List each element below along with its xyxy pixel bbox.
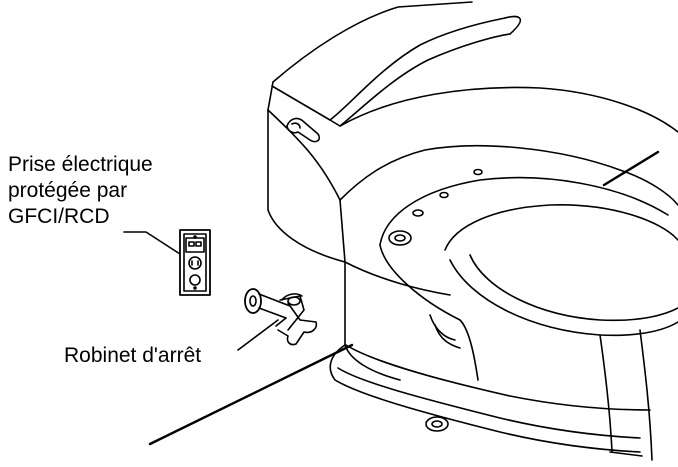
gfci-outlet-icon bbox=[179, 229, 211, 296]
toilet-base bbox=[329, 329, 653, 461]
outlet-label: Prise électrique protégée par GFCI/RCD bbox=[8, 152, 153, 230]
leader-lines bbox=[123, 231, 279, 351]
outlet-label-line-2: protégée par bbox=[8, 179, 128, 202]
outlet-label-line-1: Prise électrique bbox=[8, 153, 153, 176]
shutoff-valve-icon bbox=[244, 288, 318, 346]
outlet-label-line-3: GFCI/RCD bbox=[8, 205, 110, 228]
toilet-bowl bbox=[339, 86, 678, 381]
room-lines bbox=[148, 150, 660, 446]
flush-lever bbox=[286, 117, 321, 143]
valve-label: Robinet d'arrêt bbox=[64, 344, 202, 367]
toilet-tank bbox=[267, 1, 522, 263]
bowl-holes bbox=[388, 168, 483, 246]
